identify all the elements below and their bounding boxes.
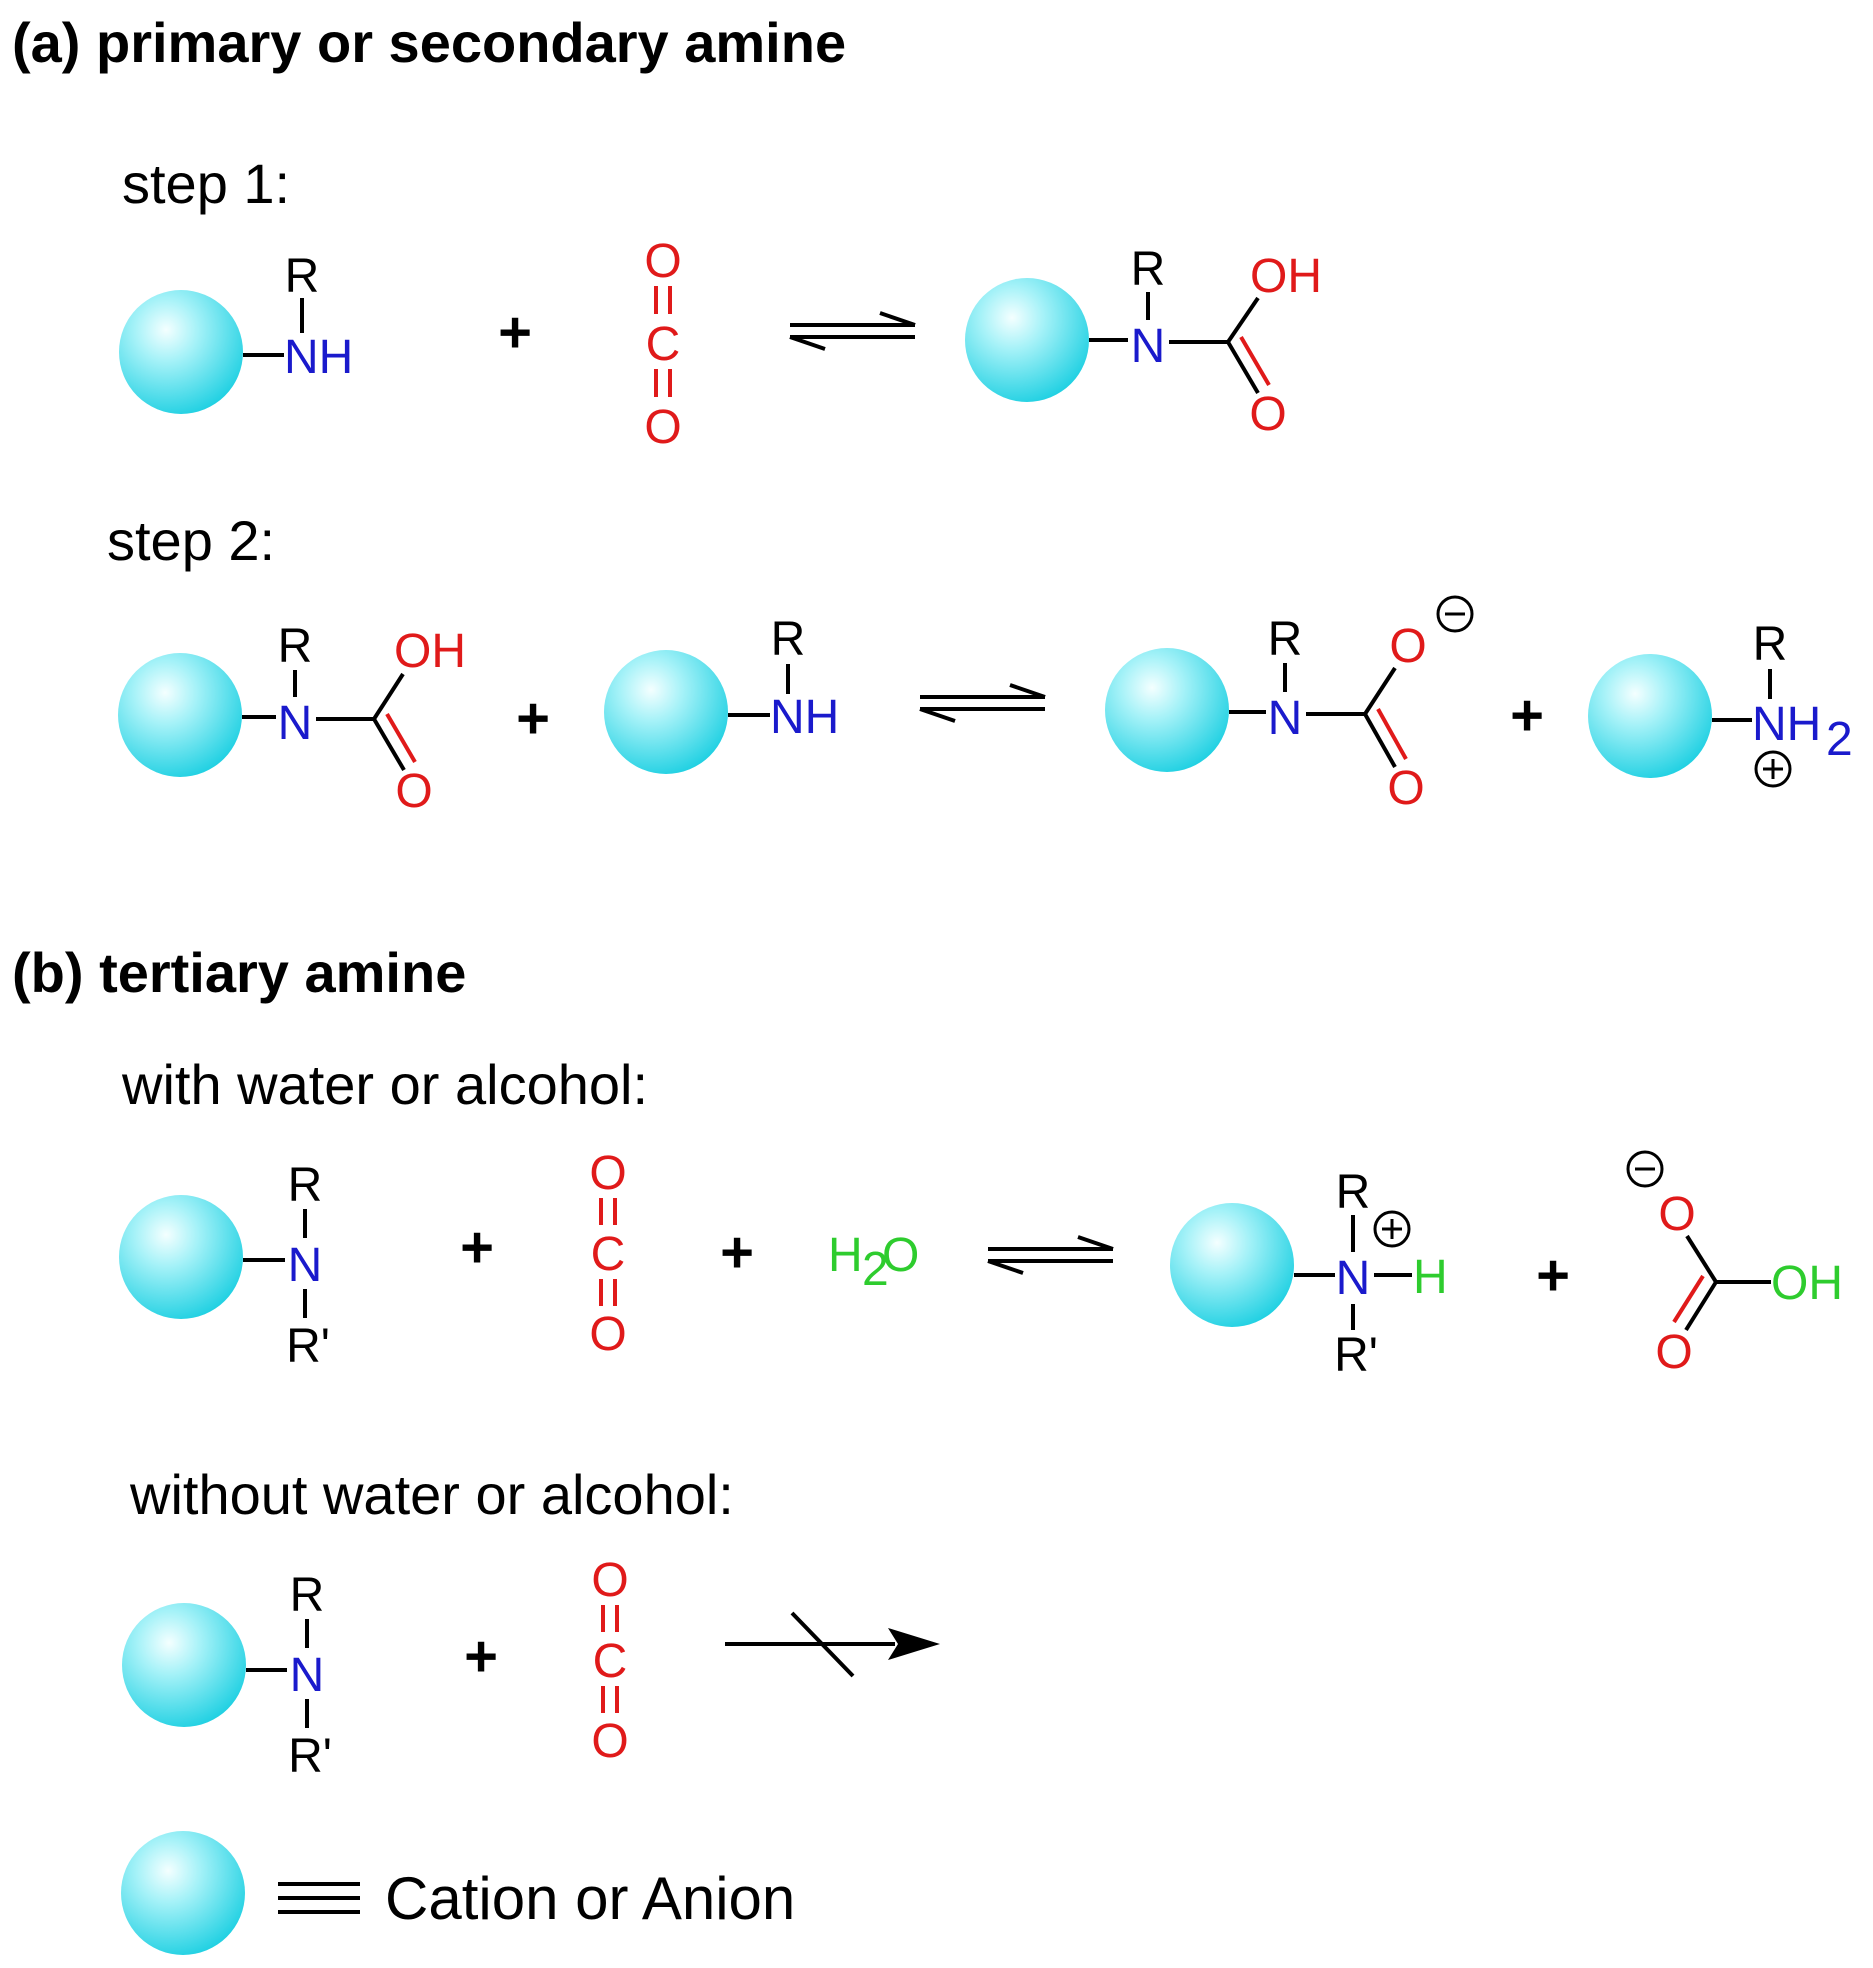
ion-sphere xyxy=(1170,1203,1294,1327)
svg-text:N: N xyxy=(1336,1252,1371,1305)
svg-text:O: O xyxy=(1389,620,1426,673)
positive-charge xyxy=(1754,750,1792,788)
ion-sphere xyxy=(119,1195,243,1319)
svg-text:N: N xyxy=(1268,692,1303,745)
step1-carbamic-acid: R N OH O xyxy=(965,243,1322,441)
bicarbonate: O OH O xyxy=(1626,1150,1843,1379)
negative-charge xyxy=(1626,1150,1664,1188)
svg-text:NH: NH xyxy=(770,691,839,744)
plus-sign: + xyxy=(516,686,550,751)
legend-sphere xyxy=(121,1831,245,1955)
svg-text:O: O xyxy=(644,401,681,454)
step2-carbamic-acid: R N OH O xyxy=(118,620,466,818)
svg-text:R': R' xyxy=(288,1730,332,1783)
plus-sign: + xyxy=(1510,683,1544,748)
ion-sphere xyxy=(118,653,242,777)
co2-molecule: O C O xyxy=(589,1147,626,1361)
svg-text:O: O xyxy=(1249,388,1286,441)
svg-text:O: O xyxy=(591,1554,628,1607)
svg-text:H: H xyxy=(828,1229,863,1282)
heading-a: (a) primary or secondary amine xyxy=(12,11,846,74)
svg-text:R': R' xyxy=(286,1320,330,1373)
ion-sphere xyxy=(604,650,728,774)
svg-text:R: R xyxy=(1268,613,1303,666)
svg-text:R: R xyxy=(278,620,313,673)
step2-ammonium: R NH 2 xyxy=(1588,618,1853,788)
plus-sign: + xyxy=(1536,1243,1570,1308)
svg-text:O: O xyxy=(395,765,432,818)
svg-text:R: R xyxy=(1753,618,1788,671)
equilibrium-arrow xyxy=(987,1235,1114,1275)
plus-sign: + xyxy=(498,300,532,365)
svg-text:N: N xyxy=(278,697,313,750)
step2-carbamate: R N O O xyxy=(1105,595,1474,815)
svg-text:R: R xyxy=(771,613,806,666)
negative-charge xyxy=(1436,595,1474,633)
equilibrium-arrow xyxy=(789,311,916,351)
svg-text:R: R xyxy=(1336,1166,1371,1219)
svg-text:OH: OH xyxy=(1250,250,1322,303)
step-2-label: step 2: xyxy=(107,509,275,572)
svg-text:N: N xyxy=(290,1649,325,1702)
svg-text:R: R xyxy=(1131,243,1166,296)
legend: Cation or Anion xyxy=(121,1831,795,1955)
svg-text:O: O xyxy=(1387,762,1424,815)
legend-text: Cation or Anion xyxy=(385,1865,795,1932)
with-water-label: with water or alcohol: xyxy=(121,1053,648,1116)
ion-sphere xyxy=(119,290,243,414)
svg-text:OH: OH xyxy=(1771,1257,1843,1310)
svg-text:2: 2 xyxy=(1826,713,1853,766)
svg-text:C: C xyxy=(646,318,681,371)
ion-sphere xyxy=(1588,654,1712,778)
no-reaction-arrow xyxy=(725,1611,940,1678)
svg-text:O: O xyxy=(589,1147,626,1200)
svg-text:O: O xyxy=(882,1229,919,1282)
step2-amine: R NH xyxy=(604,613,839,774)
protonated-amine: R N H R' xyxy=(1170,1166,1448,1382)
svg-text:O: O xyxy=(1655,1326,1692,1379)
svg-text:O: O xyxy=(591,1715,628,1768)
ion-sphere xyxy=(1105,648,1229,772)
svg-text:R: R xyxy=(288,1159,323,1212)
step1-amine: R NH xyxy=(119,250,353,414)
svg-text:C: C xyxy=(591,1228,626,1281)
positive-charge xyxy=(1373,1210,1411,1248)
heading-b: (b) tertiary amine xyxy=(12,941,466,1004)
svg-text:2: 2 xyxy=(862,1243,889,1296)
without-water-label: without water or alcohol: xyxy=(129,1463,734,1526)
ion-sphere xyxy=(122,1603,246,1727)
svg-text:OH: OH xyxy=(394,625,466,678)
svg-text:O: O xyxy=(644,235,681,288)
svg-text:N: N xyxy=(1131,320,1166,373)
plus-sign: + xyxy=(460,1215,494,1280)
svg-text:N: N xyxy=(288,1239,323,1292)
plus-sign: + xyxy=(720,1220,754,1285)
ion-sphere xyxy=(965,278,1089,402)
svg-text:C: C xyxy=(593,1635,628,1688)
svg-text:R': R' xyxy=(1334,1329,1378,1382)
svg-text:O: O xyxy=(589,1308,626,1361)
svg-text:NH: NH xyxy=(1752,698,1821,751)
step1-co2: O C O xyxy=(644,235,681,454)
plus-sign: + xyxy=(464,1624,498,1689)
svg-text:R: R xyxy=(290,1569,325,1622)
equilibrium-arrow xyxy=(919,683,1046,723)
r-group: R xyxy=(285,250,320,303)
nh-group: NH xyxy=(284,331,353,384)
co2-molecule: O C O xyxy=(591,1554,628,1768)
water-molecule: H 2 O xyxy=(828,1229,919,1296)
tertiary-amine-2: R N R' xyxy=(122,1569,332,1783)
step-1-label: step 1: xyxy=(122,152,290,215)
svg-text:O: O xyxy=(1658,1188,1695,1241)
tertiary-amine-1: R N R' xyxy=(119,1159,330,1373)
svg-text:H: H xyxy=(1413,1251,1448,1304)
